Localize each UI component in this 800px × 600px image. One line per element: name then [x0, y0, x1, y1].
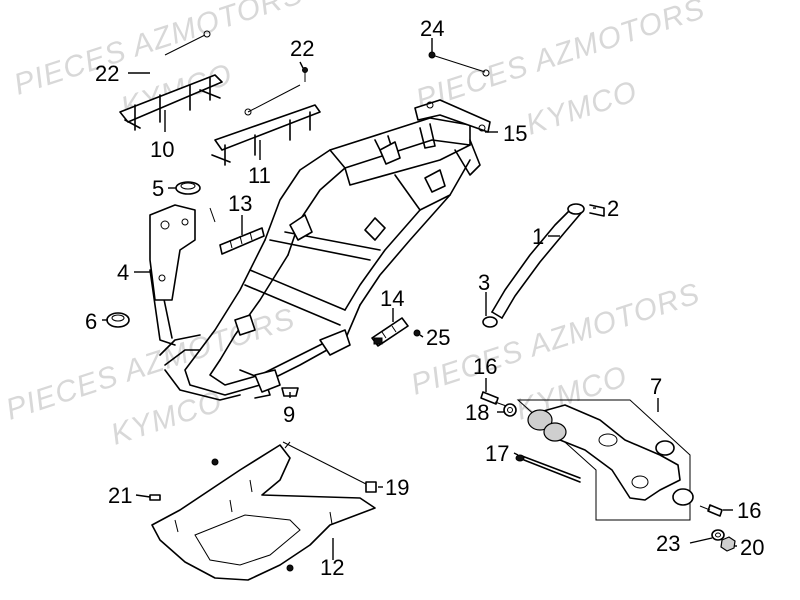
callout-10: 10 — [150, 137, 174, 162]
part-4-bracket — [149, 204, 216, 301]
part-21-screw — [149, 494, 161, 501]
part-5-grommet — [175, 181, 201, 195]
callout-2: 2 — [607, 196, 619, 221]
part-19-clip — [282, 441, 377, 493]
callout-6: 6 — [85, 309, 97, 334]
callout-19: 19 — [385, 475, 409, 500]
callout-24: 24 — [420, 16, 444, 41]
callout-17: 17 — [485, 441, 509, 466]
callout-14: 14 — [380, 286, 404, 311]
callout-1: 1 — [532, 224, 544, 249]
callout-labels: 22 22 24 10 11 15 5 13 4 6 14 25 9 1 2 3… — [85, 16, 764, 580]
watermark-text: KYMCO — [522, 75, 642, 142]
callout-15: 15 — [503, 121, 527, 146]
callout-16: 16 — [473, 354, 497, 379]
callout-23: 23 — [656, 531, 680, 556]
callout-4: 4 — [117, 260, 129, 285]
part-18-washer — [503, 403, 517, 417]
part-7-engine-hanger — [516, 399, 694, 521]
callout-18: 18 — [465, 400, 489, 425]
callout-7: 7 — [650, 374, 662, 399]
callout-22: 22 — [95, 61, 119, 86]
part-17-bolt — [515, 454, 581, 483]
callout-11: 11 — [248, 163, 271, 188]
part-15-bracket — [414, 99, 491, 133]
part-14-pad — [371, 317, 409, 347]
part-1-tube — [491, 203, 585, 319]
leader-lines — [102, 38, 737, 560]
part-20-nut — [720, 536, 736, 552]
callout-3: 3 — [478, 270, 490, 295]
part-13-pad — [219, 227, 265, 255]
part-3-clamp — [482, 316, 498, 328]
part-16-bolt — [699, 504, 723, 517]
part-12-floor-panel — [151, 441, 376, 581]
callout-20: 20 — [740, 535, 764, 560]
part-25-screw — [413, 329, 421, 337]
part-23-washer — [711, 529, 725, 541]
part-11-bracket — [211, 84, 321, 166]
callout-16: 16 — [737, 498, 761, 523]
callout-13: 13 — [228, 191, 252, 216]
callout-22: 22 — [290, 36, 314, 61]
callout-25: 25 — [426, 325, 450, 350]
callout-5: 5 — [152, 176, 164, 201]
part-2-clip — [589, 204, 605, 217]
callout-12: 12 — [320, 555, 344, 580]
callout-9: 9 — [283, 402, 295, 427]
part-6-grommet — [106, 312, 130, 328]
part-10-bracket — [119, 30, 223, 131]
main-frame-drawing — [149, 117, 481, 401]
part-22-bolt — [302, 67, 308, 82]
watermark-text: KYMCO — [107, 385, 227, 452]
part-24-bolt — [428, 51, 490, 77]
callout-21: 21 — [108, 483, 132, 508]
